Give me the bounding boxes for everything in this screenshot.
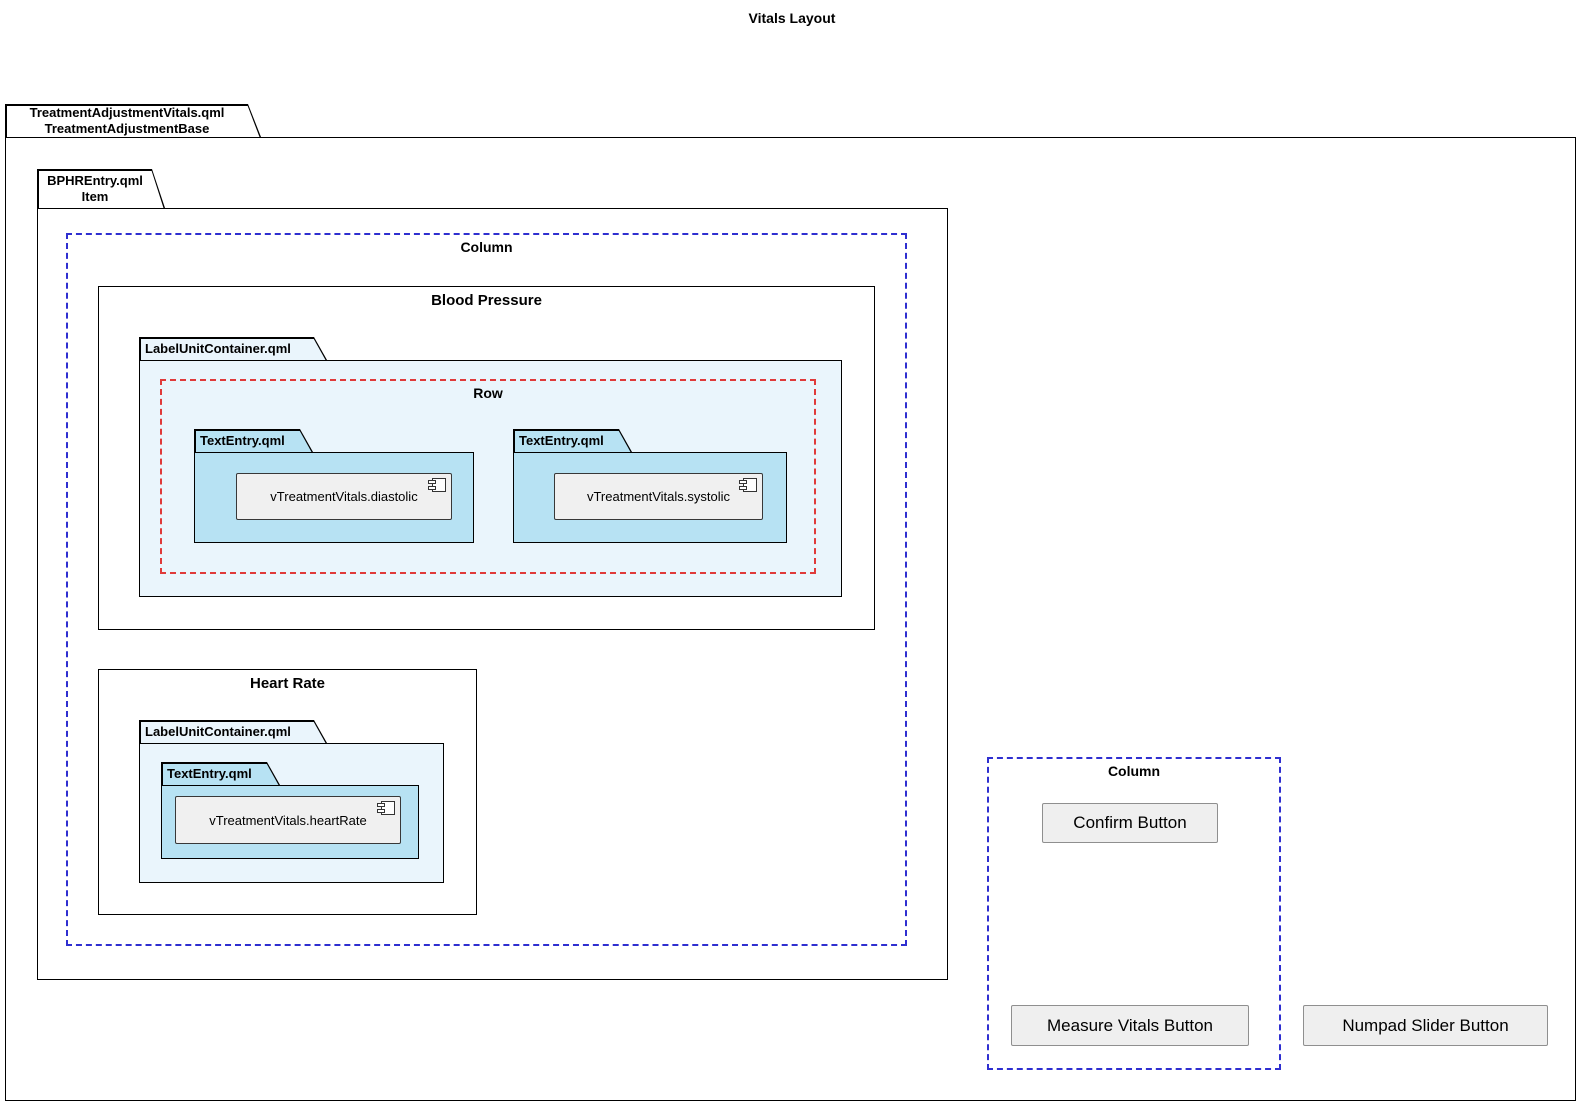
left-column-group: Column Blood Pressure LabelUnitContainer…: [66, 233, 907, 946]
blood-pressure-title: Blood Pressure: [431, 292, 542, 309]
numpad-slider-button-label: Numpad Slider Button: [1342, 1015, 1509, 1035]
item-package-base: Item: [81, 188, 109, 204]
blood-pressure-frame: Blood Pressure LabelUnitContainer.qml Ro…: [98, 286, 875, 630]
component-icon: [428, 478, 446, 492]
right-column-group: Column Confirm Button Measure Vitals But…: [987, 757, 1281, 1070]
heart-rate-title: Heart Rate: [249, 675, 326, 692]
labelunit-folder-body-hr: TextEntry.qml vTreatmentVitals.heartRate: [139, 743, 444, 883]
component-icon: [377, 801, 395, 815]
item-package-tab: BPHREntry.qml Item: [37, 169, 165, 208]
item-package-name: BPHREntry.qml: [47, 172, 143, 188]
component-heartrate: vTreatmentVitals.heartRate: [175, 796, 401, 844]
textentry-folder-tab-hr: TextEntry.qml: [161, 762, 280, 785]
row-label: Row: [473, 385, 503, 401]
component-diastolic-label: vTreatmentVitals.diastolic: [270, 489, 418, 504]
numpad-slider-button-node: Numpad Slider Button: [1303, 1005, 1548, 1046]
component-diastolic: vTreatmentVitals.diastolic: [236, 473, 452, 520]
outer-package-name: TreatmentAdjustmentVitals.qml: [29, 104, 225, 120]
textentry-folder-name-diastolic: TextEntry.qml: [200, 432, 285, 448]
labelunit-folder-body-bp: Row TextEntry.qml vTreatmentVitals.diast…: [139, 360, 842, 597]
component-systolic-label: vTreatmentVitals.systolic: [586, 489, 731, 504]
textentry-folder-body-hr: vTreatmentVitals.heartRate: [161, 785, 419, 859]
confirm-button-node: Confirm Button: [1042, 803, 1218, 843]
component-icon: [739, 478, 757, 492]
measure-vitals-button-label: Measure Vitals Button: [1047, 1015, 1213, 1035]
textentry-folder-body-diastolic: vTreatmentVitals.diastolic: [194, 452, 474, 543]
textentry-folder-tab-diastolic: TextEntry.qml: [194, 429, 313, 452]
labelunit-folder-name-hr: LabelUnitContainer.qml: [145, 723, 291, 739]
outer-package-body: BPHREntry.qml Item Column Blood Pressure…: [5, 137, 1576, 1101]
outer-package-base: TreatmentAdjustmentBase: [44, 120, 210, 136]
outer-package-tab: TreatmentAdjustmentVitals.qml TreatmentA…: [5, 104, 261, 137]
labelunit-folder-name-bp: LabelUnitContainer.qml: [145, 340, 291, 356]
confirm-button-label: Confirm Button: [1073, 813, 1187, 832]
textentry-folder-body-systolic: vTreatmentVitals.systolic: [513, 452, 787, 543]
component-heartrate-label: vTreatmentVitals.heartRate: [209, 812, 367, 828]
heart-rate-frame: Heart Rate LabelUnitContainer.qml TextEn…: [98, 669, 477, 915]
labelunit-folder-tab-hr: LabelUnitContainer.qml: [139, 720, 327, 743]
diagram-title: Vitals Layout: [748, 10, 836, 26]
item-package-body: Column Blood Pressure LabelUnitContainer…: [37, 208, 948, 980]
measure-vitals-button-node: Measure Vitals Button: [1011, 1005, 1249, 1046]
textentry-folder-tab-systolic: TextEntry.qml: [513, 429, 632, 452]
labelunit-folder-tab-bp: LabelUnitContainer.qml: [139, 337, 327, 360]
textentry-folder-name-hr: TextEntry.qml: [167, 765, 252, 781]
row-group: Row TextEntry.qml vTreatmentVitals.diast…: [160, 379, 816, 574]
left-column-label: Column: [460, 239, 513, 255]
component-systolic: vTreatmentVitals.systolic: [554, 473, 763, 520]
right-column-label: Column: [1107, 763, 1161, 779]
textentry-folder-name-systolic: TextEntry.qml: [519, 432, 604, 448]
